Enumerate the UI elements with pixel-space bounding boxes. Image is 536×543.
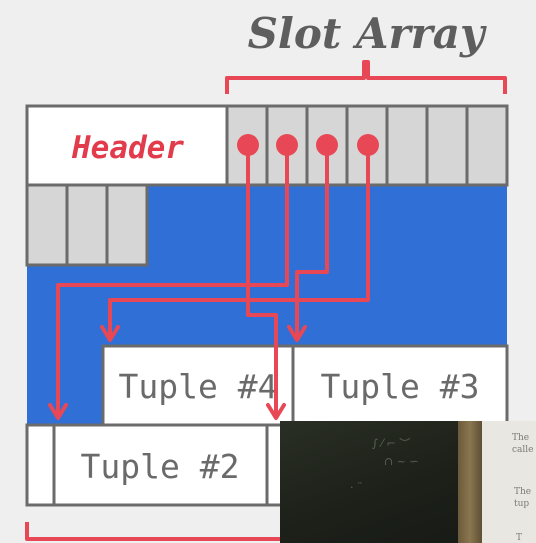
board-frame xyxy=(458,421,482,543)
slot-dot-icon xyxy=(316,134,338,156)
slide-text: calle xyxy=(512,445,534,455)
pointer-slot-1-to-tuple-1 xyxy=(246,143,278,417)
pointer-origins xyxy=(237,134,379,156)
tuple-edge-block xyxy=(25,423,56,507)
tuple-3-label: Tuple #3 xyxy=(321,367,480,406)
slide-text: T xyxy=(516,533,523,543)
lecture-video-inset: ∫ ⁄ ⌐ ︶ ∩ ~ ∽ · ¨ The calle The tup T xyxy=(280,421,536,543)
tuples-bracket xyxy=(25,522,290,541)
slot-cells xyxy=(25,104,509,267)
slide-text: The xyxy=(512,433,530,443)
tuple-2-block xyxy=(52,423,269,507)
tuple-3-block xyxy=(291,344,509,427)
pointer-slot-3-to-tuple-3 xyxy=(295,143,329,339)
slot-cell xyxy=(105,183,149,267)
tuple-2-label: Tuple #2 xyxy=(81,447,240,486)
slot-cell xyxy=(25,183,69,267)
slide-text: The xyxy=(514,487,532,497)
chalkboard: ∫ ⁄ ⌐ ︶ ∩ ~ ∽ · ¨ xyxy=(280,421,458,543)
arrowhead-icon xyxy=(266,403,286,420)
slot-array-title: Slot Array xyxy=(248,9,487,58)
slot-cell xyxy=(385,104,429,187)
header-label: Header xyxy=(71,130,184,166)
projected-slide: The calle The tup T xyxy=(482,421,536,543)
pointer-slot-2-to-tuple-2 xyxy=(56,143,289,417)
slot-array-bracket xyxy=(225,60,507,94)
slot-dot-icon xyxy=(357,134,379,156)
arrowhead-icon xyxy=(100,325,120,342)
slot-pointers xyxy=(56,143,370,417)
arrowhead-icon xyxy=(287,325,307,342)
pointer-slot-4-to-tuple-4 xyxy=(108,143,370,339)
slot-cell xyxy=(65,183,109,267)
arrowhead-icon xyxy=(48,403,68,420)
tuple-4-label: Tuple #4 xyxy=(119,367,278,406)
slot-cell xyxy=(425,104,469,187)
slide-text: tup xyxy=(514,499,530,509)
slot-dot-icon xyxy=(276,134,298,156)
slot-cell xyxy=(465,104,509,187)
slot-dot-icon xyxy=(237,134,259,156)
pointer-arrowheads xyxy=(48,325,307,420)
